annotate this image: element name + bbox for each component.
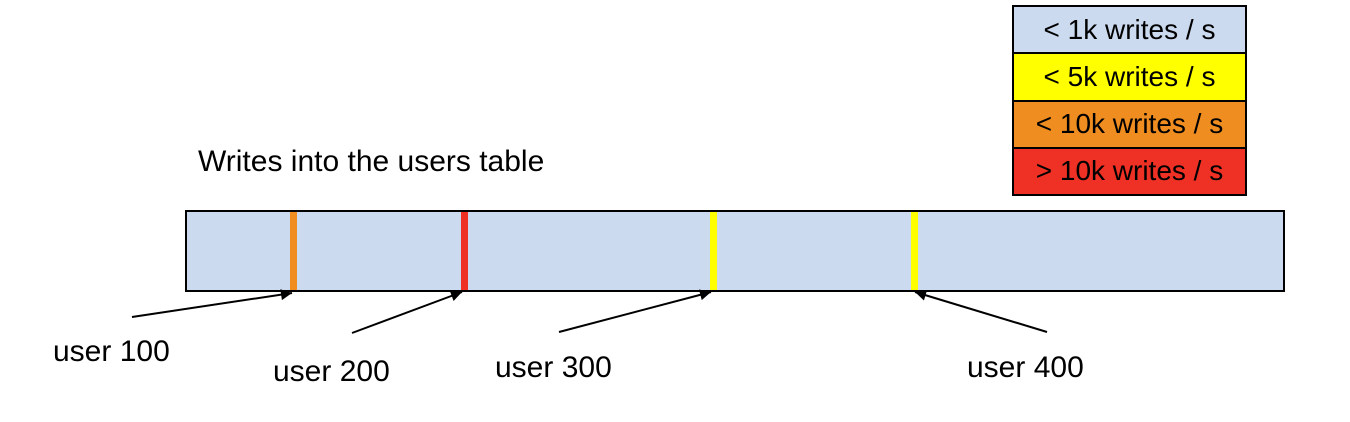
legend-item-gt-10k: > 10k writes / s [1014,148,1245,194]
legend-item-label: > 10k writes / s [1035,155,1224,187]
arrow-user-300 [558,289,712,333]
legend: < 1k writes / s < 5k writes / s < 10k wr… [1012,5,1247,196]
arrow-user-200 [351,290,463,334]
user-300-label: user 300 [495,351,612,384]
user-100-label: user 100 [53,335,170,368]
legend-item-lt-5k: < 5k writes / s [1014,54,1245,102]
diagram-title: Writes into the users table [198,145,545,178]
legend-item-lt-10k: < 10k writes / s [1014,101,1245,149]
user-400-label: user 400 [967,351,1084,384]
users-table-bar [185,210,1285,292]
arrow-user-400 [914,289,1048,333]
write-hotspot-user-200 [461,212,468,290]
legend-item-label: < 5k writes / s [1043,60,1216,92]
user-200-label: user 200 [273,355,390,388]
write-hotspot-user-300 [710,212,717,290]
legend-item-lt-1k: < 1k writes / s [1014,7,1245,55]
write-hotspot-user-100 [290,212,297,290]
write-hotspot-user-400 [911,212,918,290]
arrow-user-100 [131,289,293,318]
legend-item-label: < 10k writes / s [1035,108,1224,140]
legend-item-label: < 1k writes / s [1043,13,1216,45]
